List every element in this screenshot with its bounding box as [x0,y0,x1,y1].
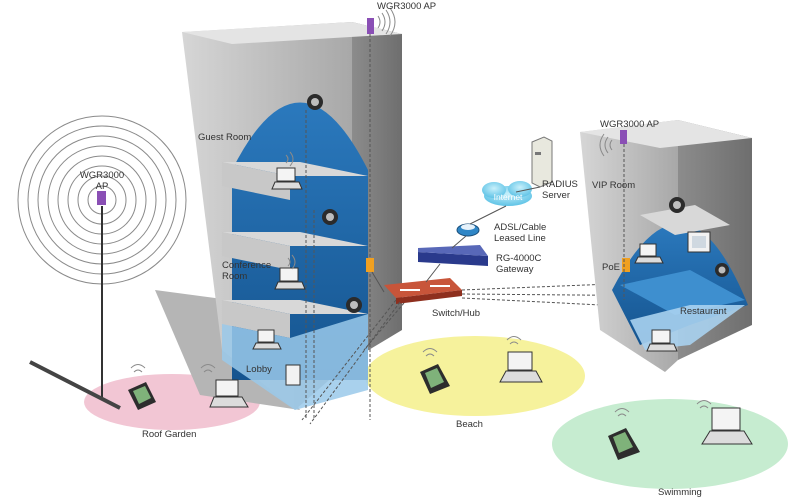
swimming-pda-icon [608,428,640,460]
vip-building [580,120,752,372]
lobby-desktop-icon [285,364,301,386]
main-tower [155,22,402,410]
switch-label: Switch/Hub [432,308,480,319]
conference-laptop-icon [274,267,306,290]
tower-ceiling-ap-1 [307,94,323,110]
vip-ceiling-ap-2 [715,263,729,277]
swimming-zone [552,399,788,489]
gateway-label-2: Gateway [496,264,534,275]
restaurant-label: Restaurant [680,306,727,317]
conference-room-label-2: Room [222,271,247,282]
conference-room-label-1: Conference [222,260,271,271]
beach-zone [365,336,585,416]
modem-icon [456,223,480,237]
conference-poe-device [366,258,374,272]
garden-ap-label-2: AP [96,181,109,192]
switch-device [384,278,462,304]
garden-laptop-icon [209,379,249,408]
gateway-label-1: RG-4000C [496,253,542,264]
garden-ap-label-1: WGR3000 [80,170,124,181]
tower-ceiling-ap-2 [322,209,338,225]
top-ap-device [367,18,374,34]
radius-label-2: Server [542,190,570,201]
adsl-label-2: Leased Line [494,233,546,244]
garden-cable [29,360,121,410]
lobby-laptop-icon [252,329,282,350]
vip-poe-device [622,258,630,272]
adsl-label-1: ADSL/Cable [494,222,546,233]
guest-room-label: Guest Room [198,132,251,143]
garden-ap-device [97,191,106,205]
vip-room-laptop-icon [634,243,664,264]
gateway-device [418,245,488,266]
restaurant-laptop-icon [646,329,678,352]
beach-pda-icon [420,364,450,394]
swimming-laptop-icon [701,407,753,445]
poe-label: PoE [602,262,620,273]
radius-label-1: RADIUS [542,179,578,190]
top-ap-label: WGR3000 AP [377,1,436,12]
vip-ap-label: WGR3000 AP [600,119,659,130]
vip-ceiling-ap-1 [669,197,685,213]
roof-garden-label: Roof Garden [142,429,196,440]
beach-label: Beach [456,419,483,430]
swimming-label: Swimming [658,487,702,498]
vip-room-label: VIP Room [592,180,635,191]
lobby-label: Lobby [246,364,272,375]
garden-pda-icon [128,382,156,410]
guest-room-laptop-icon [271,167,303,190]
beach-laptop-icon [499,351,543,383]
radius-server-icon [531,136,553,188]
tower-ceiling-ap-3 [346,297,362,313]
internet-label: Internet [494,192,523,202]
vip-ap-device [620,130,627,144]
vip-room-desktop-icon [687,231,711,253]
